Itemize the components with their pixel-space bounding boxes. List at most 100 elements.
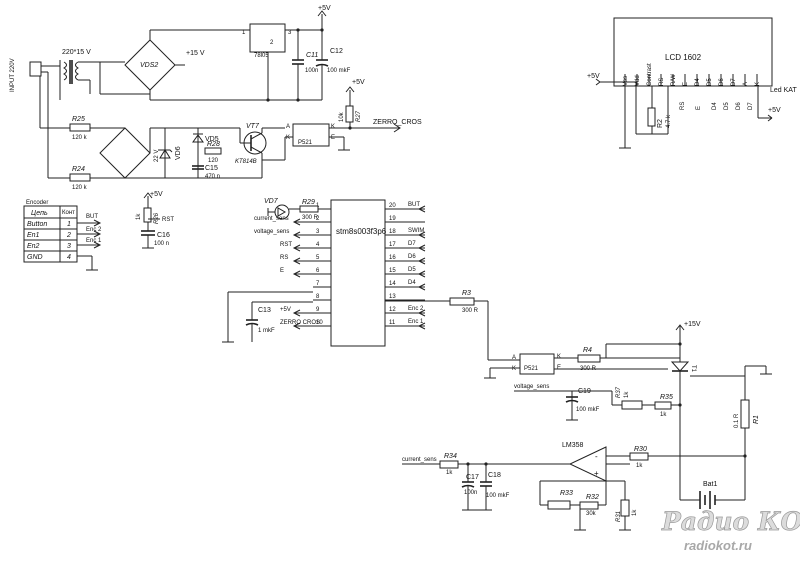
watermark-brand: Радио КОТ [661,507,800,536]
resistor-r27 [345,105,354,123]
signal-arrow [93,219,102,227]
lcd-e-net: E [696,106,702,110]
encoder-row-name: En2 [27,243,40,250]
resistor-r30 [629,452,649,461]
bridge-vds2-label: VDS2 [140,62,158,69]
mcu-pin-number: 7 [316,281,320,287]
junction [320,28,324,32]
r29-value: 300 R [302,215,319,221]
signal-arrow [417,309,426,317]
opto-out-pin-e: E [557,365,561,371]
c12-value: 100 mkF [327,68,351,74]
resistor-r25 [69,123,91,132]
plus5-top-label: +5V [318,5,331,12]
lcd-pin-label: K [755,82,761,86]
mcu-net-label: D4 [408,280,416,286]
junction [266,98,270,102]
capacitor-c17-plate [461,484,475,488]
vcc-arrow [345,86,355,93]
lcd-pin-label: Contrast [647,63,653,86]
resistor-r1 [740,399,750,429]
r25-value: 120 k [72,135,88,141]
regulator-pin-2: 2 [270,40,274,46]
plus15-label: +15V [684,321,701,328]
mcu-net-label: current_sens [254,216,289,222]
resistor-r29 [299,205,319,213]
mcu-pin-number: 2 [316,216,320,222]
r4-label: R4 [583,347,592,354]
encoder-but-net: BUT [86,214,98,220]
lcd-pin-label: R/W [671,74,677,86]
r31-label: R31 [616,511,622,522]
r32-label: R32 [586,494,599,501]
mcu-net-label: BUT [408,202,420,208]
opto-zero-pin-k: K [286,135,290,141]
signal-arrow [93,241,102,249]
capacitor-c13-plate [245,322,259,326]
mcu-stm8s003f3p6 [330,199,386,347]
zener-vd6 [159,149,171,159]
c18-label: C18 [488,472,501,479]
output-section: R3 300 R P521 A K K E R4 300 R +15V T1 [385,290,772,509]
vd5-label: VD5 [205,136,219,143]
transformer-primary-winding [63,61,67,81]
mcu-net-label: RS [280,255,288,261]
opto-zero-pin-a: A [286,124,290,130]
junction [296,28,300,32]
resistor-r34 [439,460,459,469]
encoder-row-name: En1 [27,232,40,239]
opto-out-pin-c: K [557,354,561,360]
encoder-enc2-net: Enc 2 [86,227,102,233]
lcd-led-kat: Led KAT [770,87,797,94]
watermark: Радио КОТ radiokot.ru [661,507,800,553]
optocoupler-p521-output [519,353,555,375]
r32-value: 30k [586,511,597,517]
diode-vd5 [192,134,204,143]
resistor-r24 [69,173,91,182]
resistor-r32 [579,501,599,510]
vt7-label: VT7 [246,123,260,130]
c11-label: C11 [306,52,318,59]
mcu-net-label: +5V [280,307,291,313]
lcd-d7-net: D7 [748,102,754,110]
voltage-sens-net: voltage_sens [514,384,549,390]
r26-label: R26 [154,212,160,224]
lcd-pin-label: Vss [623,76,629,86]
c18-value: 100 mkF [486,493,510,499]
mcu-pin-number: 10 [316,320,323,326]
r28-label: R28 [207,141,220,148]
signal-arrow [417,244,426,252]
trimmer-r2 [647,107,656,127]
opto-out-pin-a: A [512,355,516,361]
r3-value: 300 R [462,308,479,314]
r26-value: 1k [136,213,142,220]
signal-arrow [417,231,426,239]
encoder-enc1-net: Enc 1 [86,238,102,244]
lcd-pin-label: D5 [707,78,713,86]
r33-label: R33 [560,490,573,497]
opto-out-label: P521 [524,366,539,372]
mcu-pin-number: 5 [316,255,320,261]
c17-label: C17 [466,474,479,481]
mcu-net-label: E [280,268,284,274]
transistor-t1 [670,361,690,372]
encoder-row-pin: 3 [67,243,71,250]
opto-zero-label: P521 [298,140,313,146]
opamp-lm358 [568,446,607,482]
r24-label: R24 [72,166,85,173]
mcu-name: stm8s003f3p6 [336,227,387,236]
r1-label: R1 [753,415,760,424]
mcu-pin-number: 4 [316,242,320,248]
encoder-row-pin: 2 [66,232,71,239]
signal-arrow [417,257,426,265]
regulator-pin-3: 3 [288,30,292,36]
transformer-secondary-winding [75,61,79,81]
regulator-label: 78l05 [254,53,269,59]
voltage-regulator-78l05 [249,23,286,53]
lcd-pin-label: D6 [719,78,725,86]
r35-label: R35 [660,394,673,401]
resistor-r3 [449,297,475,306]
input-connector [29,61,42,77]
encoder-row-name: Button [27,221,47,228]
lcd-title: LCD 1602 [665,53,702,62]
